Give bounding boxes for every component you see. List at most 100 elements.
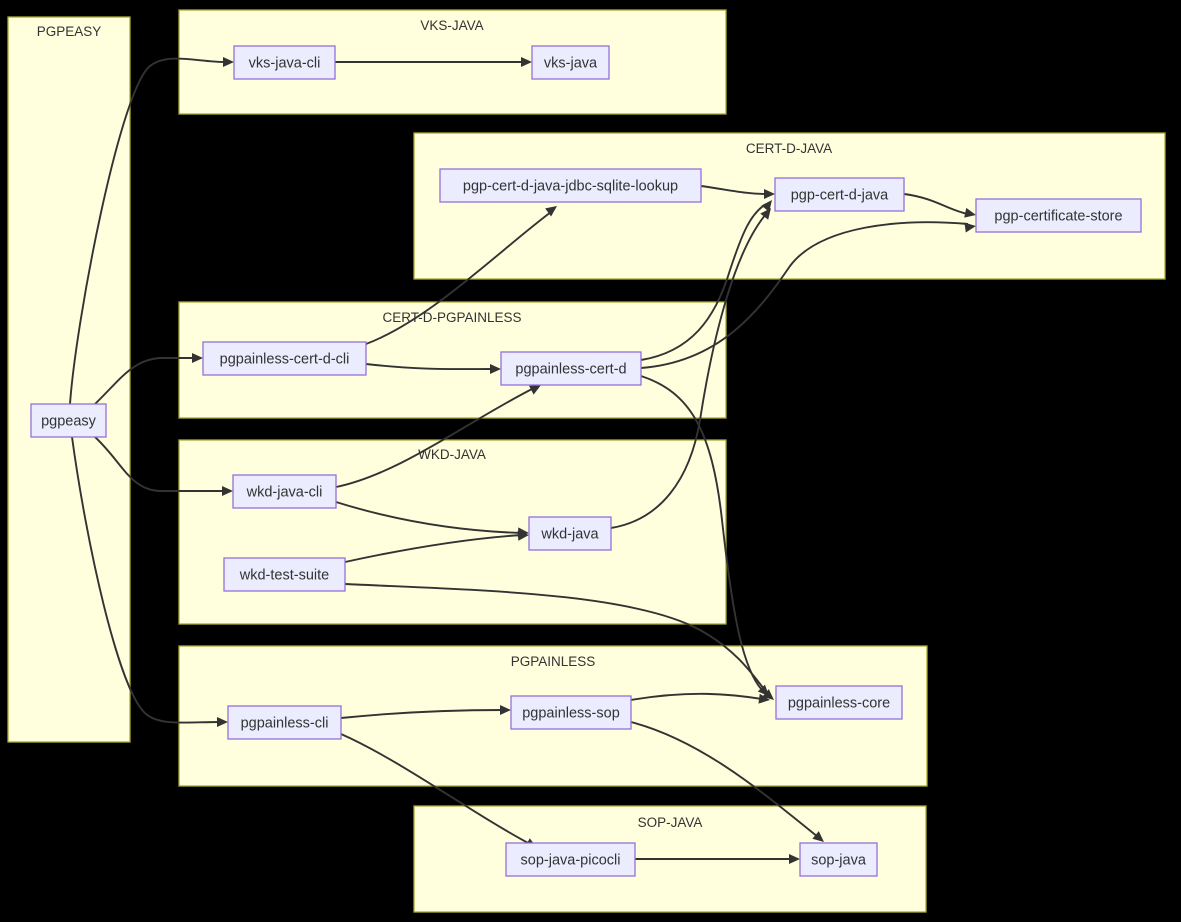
- node-pgpainless-sop[interactable]: pgpainless-sop: [510, 695, 632, 730]
- node-pgpainless-cli[interactable]: pgpainless-cli: [227, 705, 342, 740]
- edge-path: [340, 733, 531, 845]
- node-label-vks-java: vks-java: [544, 55, 598, 71]
- cluster-label-pgpeasy: PGPEASY: [37, 24, 102, 39]
- edge-path: [340, 709, 504, 719]
- node-box-pgpeasy[interactable]: [30, 403, 107, 438]
- cluster-box-wkd-java: [178, 439, 727, 625]
- node-label-wkd-java: wkd-java: [540, 526, 599, 542]
- node-box-pgp-cert-d-java[interactable]: [774, 177, 905, 212]
- edge-wkd-java-to-pgp-cert-d-java: [610, 208, 771, 529]
- node-sop-java-picocli[interactable]: sop-java-picocli: [505, 842, 636, 877]
- node-label-vks-java-cli: vks-java-cli: [249, 55, 321, 71]
- node-label-pgp-cert-d-java-jdbc-sqlite-lookup: pgp-cert-d-java-jdbc-sqlite-lookup: [463, 178, 678, 194]
- edge-pgpainless-cli-to-pgpainless-sop: [340, 705, 511, 719]
- edge-pgpeasy-to-pgpainless-cert-d-cli: [94, 353, 203, 405]
- node-box-pgpainless-sop[interactable]: [510, 695, 632, 730]
- node-wkd-test-suite[interactable]: wkd-test-suite: [223, 557, 346, 592]
- cluster-label-sop-java: SOP-JAVA: [638, 815, 703, 830]
- edge-path: [335, 387, 535, 488]
- edge-pgp-cert-d-java-jdbc-sqlite-lookup-to-pgp-cert-d-java: [700, 185, 775, 199]
- node-box-wkd-test-suite[interactable]: [223, 557, 346, 592]
- node-label-wkd-test-suite: wkd-test-suite: [239, 567, 329, 583]
- edge-pgpeasy-to-pgpainless-cli: [71, 436, 228, 727]
- edge-path: [640, 221, 969, 369]
- edge-path: [69, 57, 227, 405]
- edge-path: [344, 583, 769, 695]
- cluster-label-wkd-java: WKD-JAVA: [418, 447, 486, 462]
- edge-sop-java-picocli-to-sop-java: [635, 854, 800, 864]
- node-box-pgpainless-core[interactable]: [775, 685, 903, 720]
- node-vks-java-cli[interactable]: vks-java-cli: [233, 45, 336, 80]
- node-label-pgp-certificate-store: pgp-certificate-store: [994, 208, 1122, 224]
- edge-pgpainless-cert-d-to-pgp-certificate-store: [640, 221, 976, 369]
- arrowhead-icon: [223, 57, 234, 67]
- edge-path: [640, 375, 763, 691]
- node-box-pgpainless-cli[interactable]: [227, 705, 342, 740]
- arrowhead-icon: [517, 530, 529, 541]
- node-box-wkd-java-cli[interactable]: [232, 474, 337, 509]
- node-box-wkd-java[interactable]: [528, 516, 612, 551]
- cluster-label-cert-d-pgpainless: CERT-D-PGPAINLESS: [382, 310, 521, 325]
- cluster-label-cert-d-java: CERT-D-JAVA: [746, 141, 832, 156]
- edge-pgpeasy-to-wkd-java-cli: [94, 436, 233, 496]
- edge-pgpainless-cert-d-cli-to-pgpainless-cert-d: [365, 363, 501, 374]
- arrowhead-icon: [545, 206, 557, 217]
- node-label-sop-java-picocli: sop-java-picocli: [521, 852, 621, 868]
- node-vks-java[interactable]: vks-java: [531, 45, 610, 80]
- node-pgp-cert-d-java[interactable]: pgp-cert-d-java: [774, 177, 905, 212]
- node-label-pgpainless-cli: pgpainless-cli: [241, 715, 329, 731]
- node-label-pgpainless-sop: pgpainless-sop: [522, 705, 620, 721]
- node-box-vks-java-cli[interactable]: [233, 45, 336, 80]
- edge-pgp-cert-d-java-to-pgp-certificate-store: [903, 193, 976, 218]
- edge-pgpainless-cert-d-cli-to-pgp-cert-d-java-jdbc-sqlite-lookup: [365, 206, 557, 345]
- edge-path: [94, 436, 225, 492]
- node-box-pgp-certificate-store[interactable]: [975, 198, 1142, 233]
- arrowhead-icon: [217, 717, 228, 727]
- edge-path: [640, 203, 767, 361]
- node-label-sop-java: sop-java: [811, 852, 867, 868]
- node-box-pgpainless-cert-d-cli[interactable]: [202, 341, 367, 376]
- node-pgpeasy[interactable]: pgpeasy: [30, 403, 107, 438]
- node-pgp-certificate-store[interactable]: pgp-certificate-store: [975, 198, 1142, 233]
- edge-pgpainless-sop-to-sop-java: [630, 721, 824, 842]
- edge-path: [365, 211, 552, 345]
- arrowhead-icon: [490, 364, 501, 374]
- node-box-sop-java-picocli[interactable]: [505, 842, 636, 877]
- edge-wkd-java-cli-to-pgpainless-cert-d: [335, 385, 541, 488]
- node-label-wkd-java-cli: wkd-java-cli: [246, 484, 323, 500]
- cluster-box-pgpeasy: [7, 16, 131, 743]
- arrowhead-icon: [192, 353, 203, 363]
- edge-pgpeasy-to-vks-java-cli: [69, 57, 234, 405]
- edge-path: [700, 185, 768, 195]
- node-wkd-java[interactable]: wkd-java: [528, 516, 612, 551]
- node-pgpainless-cert-d-cli[interactable]: pgpainless-cert-d-cli: [202, 341, 367, 376]
- node-box-sop-java[interactable]: [799, 842, 878, 877]
- arrowhead-icon: [500, 705, 511, 715]
- edge-pgpainless-cert-d-to-pgp-cert-d-java: [640, 200, 772, 361]
- node-group: pgpeasy vks-java-cli vks-java pgp-cert-d-ja…: [30, 45, 1142, 877]
- node-label-pgpeasy: pgpeasy: [41, 413, 97, 429]
- edge-path: [630, 721, 819, 838]
- node-sop-java[interactable]: sop-java: [799, 842, 878, 877]
- node-pgpainless-core[interactable]: pgpainless-core: [775, 685, 903, 720]
- node-box-vks-java[interactable]: [531, 45, 610, 80]
- cluster-wkd-java: WKD-JAVA: [178, 439, 727, 625]
- node-pgpainless-cert-d[interactable]: pgpainless-cert-d: [500, 351, 642, 386]
- cluster-label-pgpainless: PGPAINLESS: [511, 654, 596, 669]
- edge-group: [69, 57, 976, 864]
- node-box-pgpainless-cert-d[interactable]: [500, 351, 642, 386]
- edge-path: [344, 534, 522, 563]
- arrowhead-icon: [528, 385, 541, 395]
- arrowhead-icon: [222, 486, 233, 496]
- edge-wkd-test-suite-to-wkd-java: [344, 530, 529, 563]
- node-label-pgpainless-cert-d: pgpainless-cert-d: [515, 361, 626, 377]
- node-box-pgp-cert-d-java-jdbc-sqlite-lookup[interactable]: [439, 168, 702, 203]
- node-pgp-cert-d-java-jdbc-sqlite-lookup[interactable]: pgp-cert-d-java-jdbc-sqlite-lookup: [439, 168, 702, 203]
- arrowhead-icon: [964, 222, 976, 233]
- edge-path: [610, 213, 767, 529]
- arrowhead-icon: [521, 57, 532, 67]
- edge-path: [94, 357, 195, 405]
- node-wkd-java-cli[interactable]: wkd-java-cli: [232, 474, 337, 509]
